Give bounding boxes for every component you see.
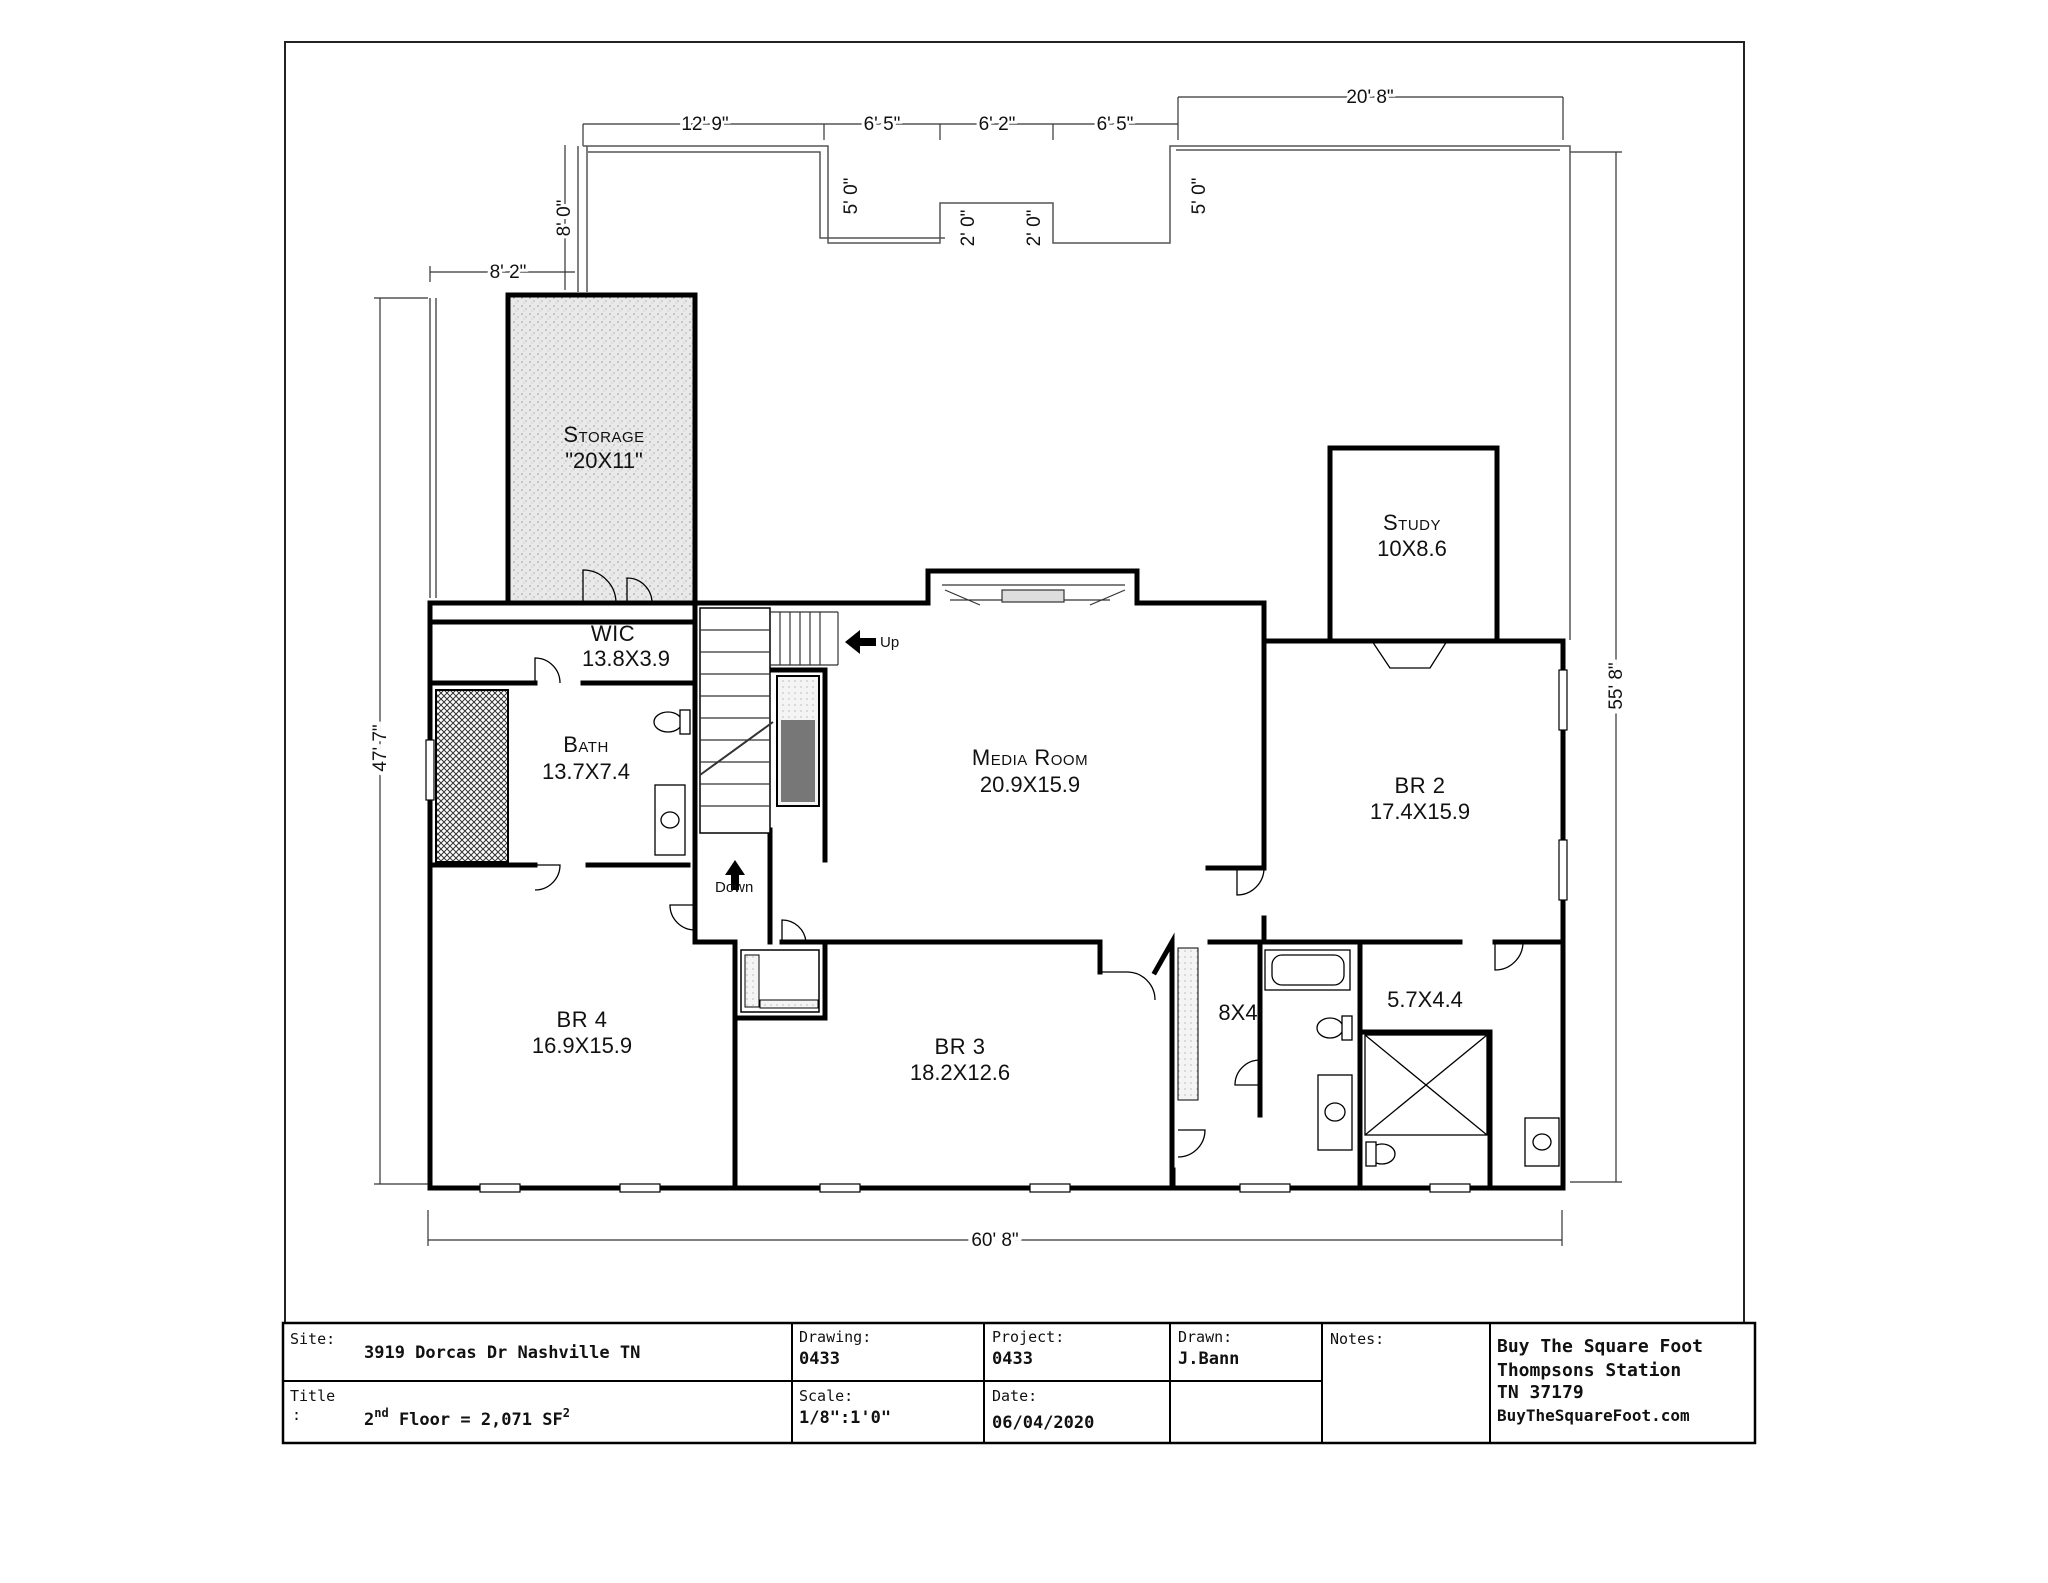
company-line-4: BuyTheSquareFoot.com	[1497, 1406, 1690, 1425]
room-storage-size: "20X11"	[565, 448, 643, 473]
closet-shelf	[1177, 947, 1199, 1101]
title-value: 2nd Floor = 2,071 SF2	[364, 1406, 570, 1430]
dim-bay-2-0-b: 2' 0"	[1024, 210, 1045, 247]
room-bath-size: 13.7X7.4	[542, 759, 630, 784]
drawn-label: Drawn:	[1178, 1328, 1232, 1346]
dim-top-20-8: 20' 8"	[1346, 87, 1393, 108]
dim-top-6-5-b: 6' 5"	[1097, 114, 1134, 135]
room-br2-name: BR 2	[1395, 773, 1446, 798]
dim-right-55-8: 55' 8"	[1606, 662, 1627, 709]
room-bath-name: Bath	[563, 732, 609, 757]
drawing-value: 0433	[799, 1349, 840, 1369]
title-value-pre: 2	[364, 1410, 374, 1430]
hall-closet-shelf	[744, 954, 760, 1008]
room-br3-name: BR 3	[935, 1034, 986, 1059]
dim-left-8-2: 8' 2"	[490, 262, 527, 283]
dim-top-12-9: 12' 9"	[681, 114, 728, 135]
windows	[425, 669, 1568, 1193]
room-br3-size: 18.2X12.6	[910, 1060, 1010, 1085]
company-line-1: Buy The Square Foot	[1497, 1336, 1703, 1357]
room-study-name: Study	[1383, 510, 1441, 535]
fixtures	[653, 709, 1560, 1167]
room-storage-name: Storage	[563, 422, 644, 447]
title-value-main: Floor = 2,071 SF	[389, 1410, 563, 1430]
stair-up-label: Up	[880, 634, 899, 651]
hall-closet-shelf-2	[759, 999, 819, 1009]
door-swings	[534, 569, 1524, 1158]
room-labels: Storage "20X11" Study 10X8.6 WIC 13.8X3.…	[532, 422, 1470, 1085]
bath-tile-area	[435, 689, 509, 863]
stair-down-label: Down	[715, 879, 753, 896]
dim-left-8-0: 8' 0"	[554, 200, 575, 237]
room-br4-size: 16.9X15.9	[532, 1033, 632, 1058]
room-media-size: 20.9X15.9	[980, 772, 1080, 797]
room-closet-size: 8X4	[1218, 1000, 1257, 1025]
roof-outline	[429, 145, 1571, 640]
title-label: Title	[290, 1387, 335, 1405]
site-label: Site:	[290, 1330, 335, 1348]
dimension-labels: 12' 9" 6' 5" 6' 2" 6' 5" 20' 8" 8' 2" 8'…	[366, 84, 1631, 1255]
dimension-lines	[374, 96, 1622, 1246]
title-value-sup: nd	[374, 1406, 388, 1420]
dim-bottom-60-8: 60' 8"	[971, 1230, 1018, 1251]
scale-label: Scale:	[799, 1387, 853, 1405]
core-dark-fill	[781, 720, 815, 802]
dim-bay-5-0-a: 5' 0"	[841, 178, 862, 215]
project-value: 0433	[992, 1349, 1033, 1369]
dim-bay-5-0-b: 5' 0"	[1189, 178, 1210, 215]
staircase	[699, 607, 839, 834]
notes-label: Notes:	[1330, 1330, 1384, 1348]
dim-bay-2-0-a: 2' 0"	[958, 210, 979, 247]
project-label: Project:	[992, 1328, 1064, 1346]
room-br4-name: BR 4	[557, 1007, 608, 1032]
title-value-sup2: 2	[563, 1406, 570, 1420]
stair-down-arrow-icon	[725, 860, 745, 890]
room-wic-name: WIC	[591, 621, 635, 646]
title-block	[281, 1321, 1757, 1445]
storage-fill	[508, 295, 695, 605]
interior-walls	[427, 600, 1566, 1191]
dim-top-6-5-a: 6' 5"	[864, 114, 901, 135]
date-label: Date:	[992, 1387, 1037, 1405]
room-bath2-size: 5.7X4.4	[1387, 987, 1463, 1012]
room-br2-size: 17.4X15.9	[1370, 799, 1470, 824]
media-wall-unit	[942, 584, 1126, 606]
exterior-wall	[427, 568, 1566, 1191]
company-line-2: Thompsons Station	[1497, 1360, 1681, 1381]
title-colon: :	[292, 1406, 301, 1424]
site-value: 3919 Dorcas Dr Nashville TN	[364, 1343, 640, 1363]
stair-up-arrow-icon	[845, 630, 876, 654]
drawing-label: Drawing:	[799, 1328, 871, 1346]
dim-top-6-2: 6' 2"	[979, 114, 1016, 135]
room-study-size: 10X8.6	[1377, 536, 1447, 561]
room-media-name: Media Room	[972, 745, 1088, 770]
date-value: 06/04/2020	[992, 1413, 1094, 1433]
room-wic-size: 13.8X3.9	[582, 646, 670, 671]
company-line-3: TN 37179	[1497, 1382, 1584, 1403]
drawn-value: J.Bann	[1178, 1349, 1239, 1369]
scale-value: 1/8":1'0"	[799, 1408, 891, 1428]
dim-left-47-7: 47' 7"	[370, 724, 391, 771]
